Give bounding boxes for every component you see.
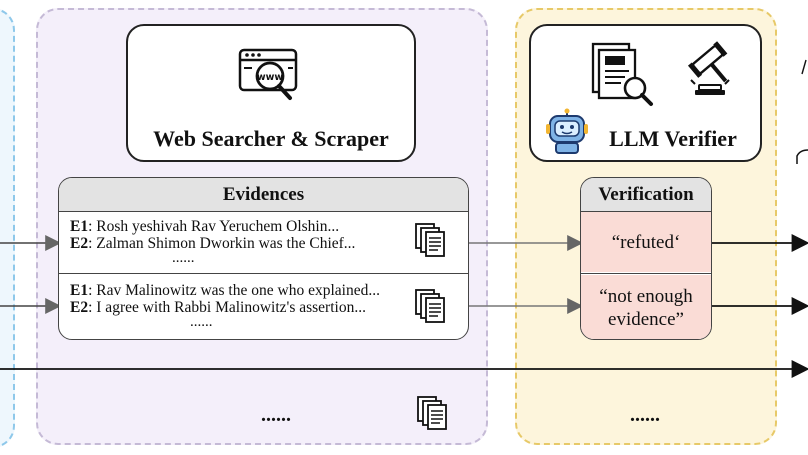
search-more-ellipsis: ......	[261, 404, 291, 426]
verification-table: Verification “refuted‘ “not enough evide…	[580, 177, 712, 340]
evidence-text: : Zalman Shimon Dworkin was the Chief...	[88, 235, 356, 252]
row-divider	[59, 273, 468, 274]
evidences-table: Evidences E1: Rosh yeshivah Rav Yeruchem…	[58, 177, 469, 340]
documents-icon	[415, 289, 445, 323]
document-search-icon	[591, 42, 653, 106]
llm-verifier-title: LLM Verifier	[609, 126, 737, 151]
verdict-cell-1: “refuted‘	[581, 212, 711, 272]
verdict-text: “refuted‘	[611, 231, 681, 253]
evidence-label: E1	[70, 218, 89, 235]
documents-icon	[417, 396, 447, 430]
verdict-cell-2: “not enough evidence”	[581, 275, 711, 339]
evidence-row-1-e2: E2: Zalman Shimon Dworkin was the Chief.…	[70, 235, 355, 253]
evidence-row-2-e2: E2: I agree with Rabbi Malinowitz's asse…	[70, 299, 366, 317]
www-search-icon: www	[238, 48, 298, 100]
evidence-label: E2	[70, 235, 89, 252]
evidence-text: : Rav Malinowitz was the one who explain…	[88, 282, 380, 299]
evidence-text: : Rosh yeshivah Rav Yeruchem Olshin...	[88, 218, 340, 235]
evidence-label: E1	[70, 282, 89, 299]
web-searcher-module: www Web Searcher & Scraper	[126, 24, 416, 162]
verdict-text-line-1: “not enough	[599, 286, 693, 307]
evidence-label: E2	[70, 299, 89, 316]
documents-icon	[415, 223, 445, 257]
evidence-row-2-more: ......	[190, 314, 213, 330]
verdict-text-line-2: evidence”	[608, 309, 684, 330]
evidence-row-1-more: ......	[172, 250, 195, 266]
evidence-row-1-e1: E1: Rosh yeshivah Rav Yeruchem Olshin...	[70, 218, 339, 236]
evidences-header: Evidences	[59, 178, 468, 212]
verifier-more-ellipsis: ......	[630, 404, 660, 426]
llm-verifier-module: LLM Verifier	[529, 24, 762, 162]
verification-header: Verification	[581, 178, 711, 212]
evidence-row-2-e1: E1: Rav Malinowitz was the one who expla…	[70, 282, 380, 300]
gavel-icon	[687, 41, 730, 95]
robot-icon	[546, 108, 588, 154]
evidence-text: : I agree with Rabbi Malinowitz's assert…	[88, 299, 366, 316]
right-bracket	[796, 149, 808, 164]
web-searcher-title: Web Searcher & Scraper	[153, 126, 389, 151]
svg-text:www: www	[257, 72, 284, 83]
row-divider	[581, 273, 711, 274]
